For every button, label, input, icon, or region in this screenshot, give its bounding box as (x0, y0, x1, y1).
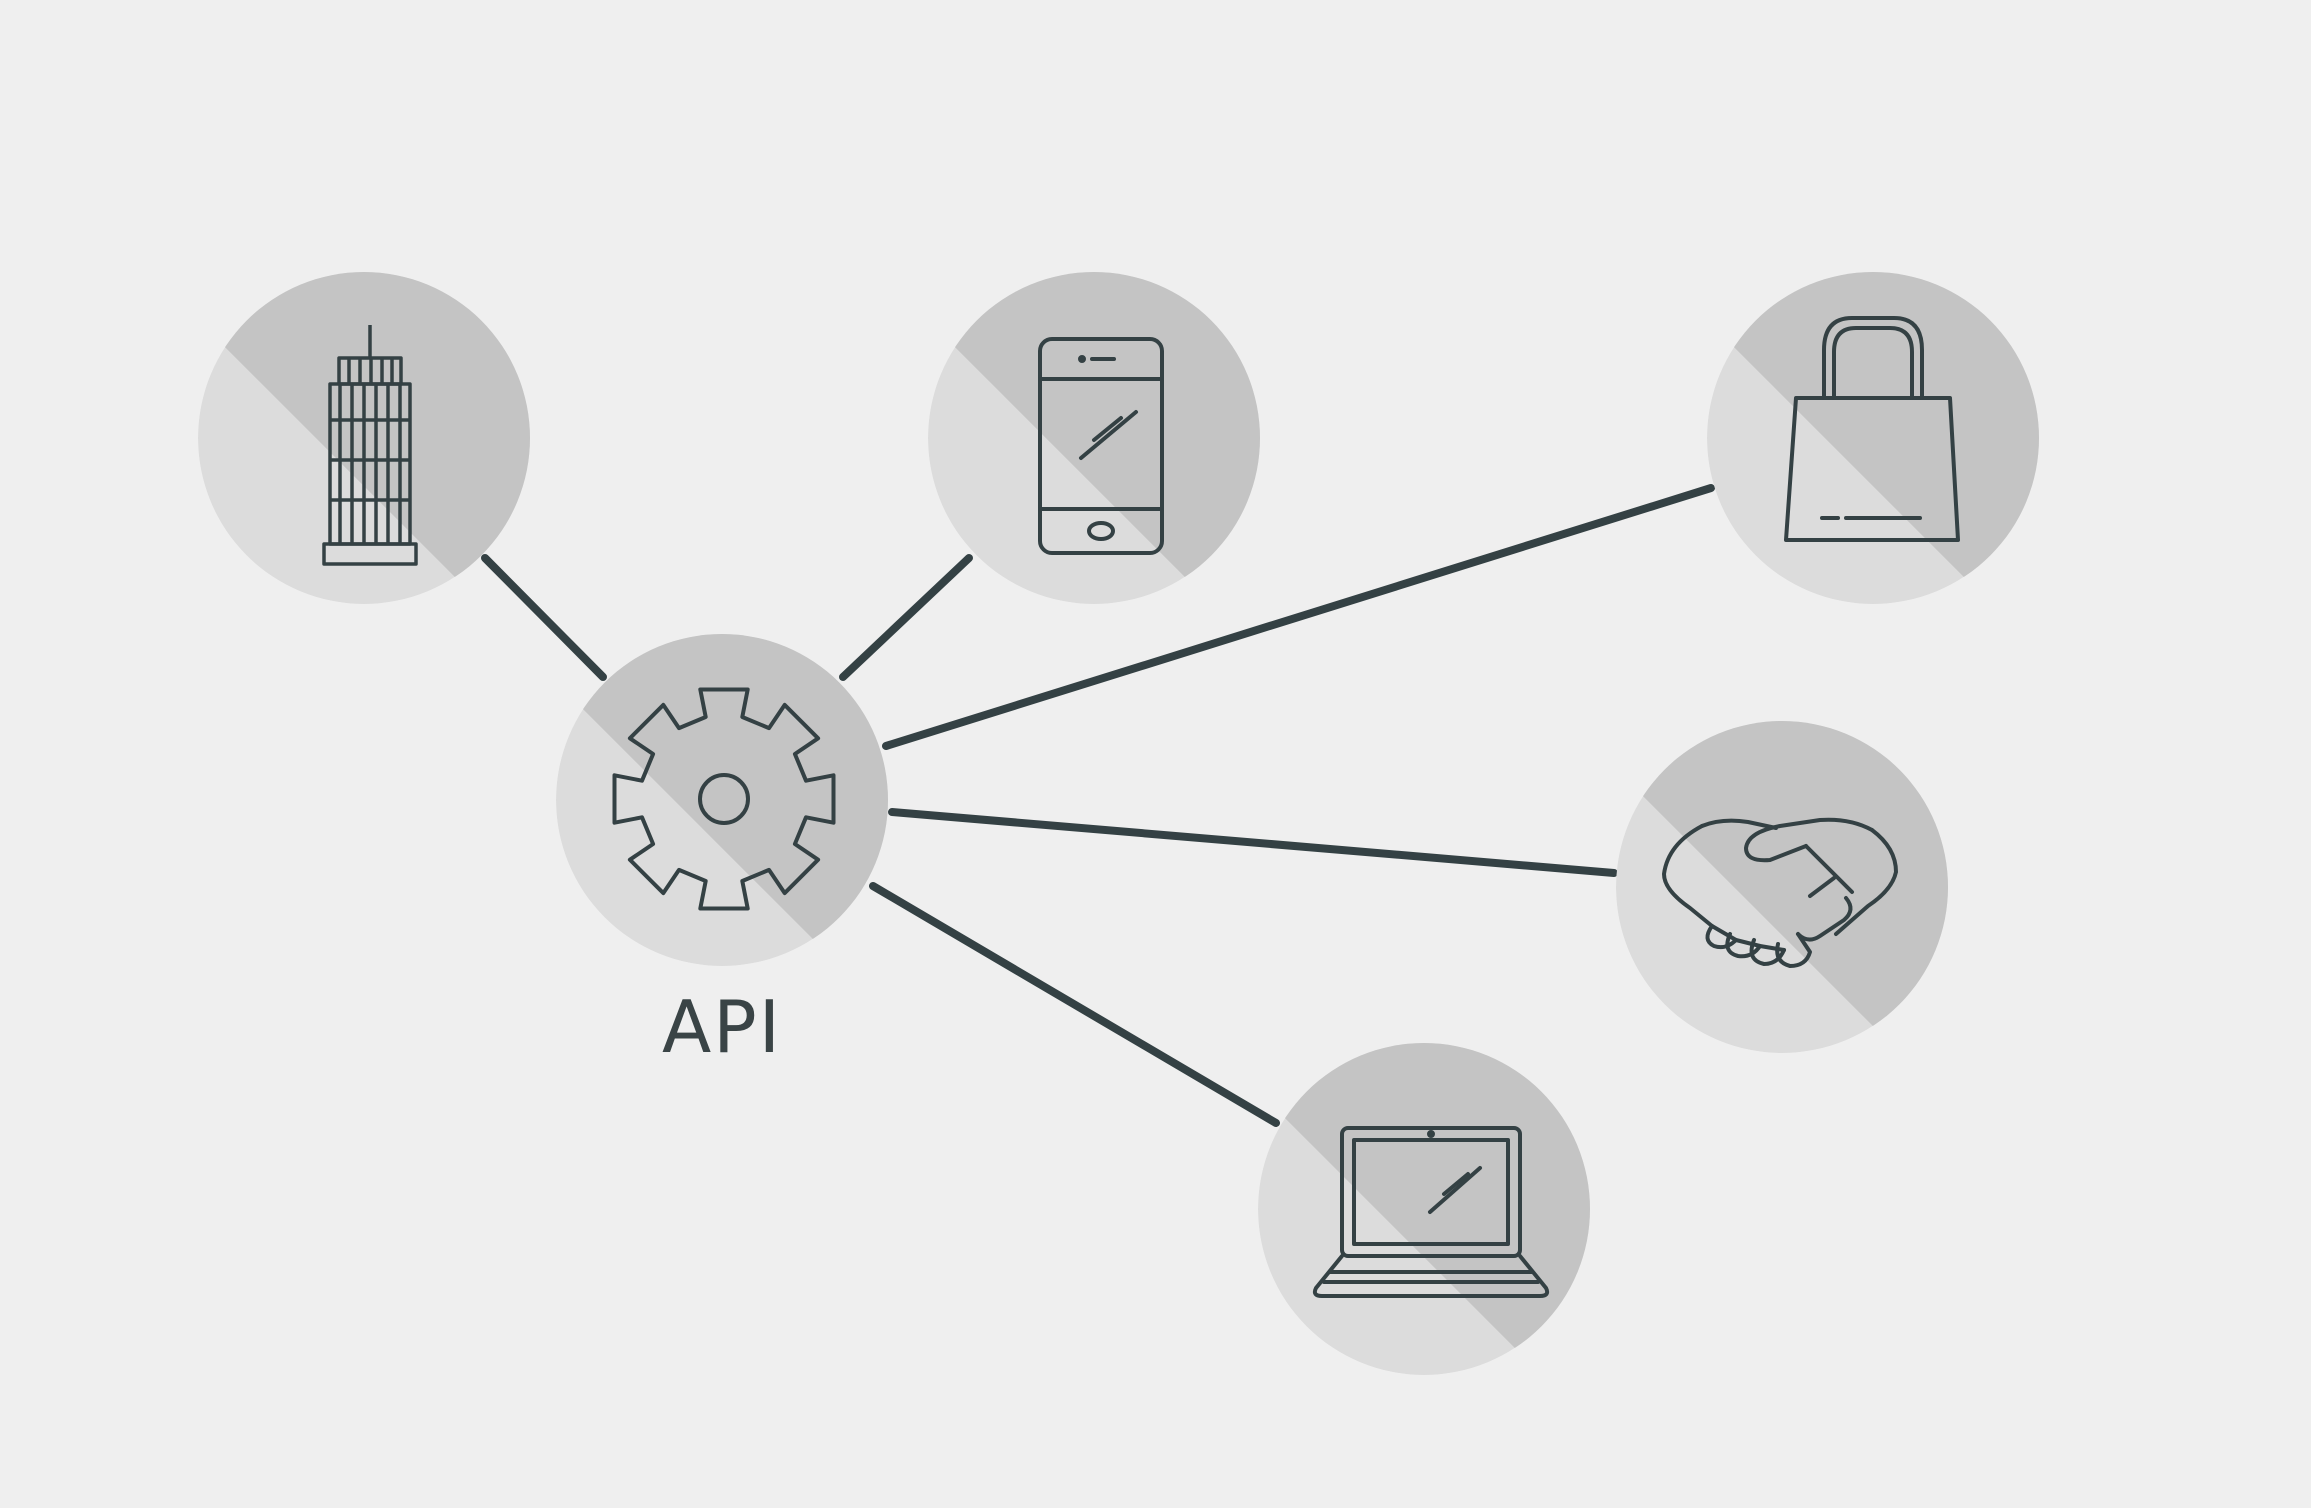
api-hub-label: API (662, 985, 782, 1069)
building-node[interactable] (198, 38, 764, 604)
smartphone-icon (1038, 337, 1164, 555)
gear-icon (612, 687, 836, 911)
connector-hub-building (481, 554, 607, 681)
connector-hub-handshake (888, 808, 1618, 877)
api-hub-node[interactable] (556, 400, 1122, 966)
smartphone-node[interactable] (928, 38, 1494, 604)
shopping-bag-node[interactable] (1707, 38, 2273, 604)
connector-hub-smartphone (839, 554, 973, 681)
connector-lines (481, 484, 1715, 1127)
shopping-bag-icon (1784, 316, 1960, 542)
handshake-icon (1662, 817, 1898, 968)
building-icon (322, 325, 418, 566)
connector-hub-laptop (869, 882, 1280, 1127)
connector-hub-shopping-bag (882, 484, 1715, 750)
laptop-icon (1312, 1126, 1550, 1298)
